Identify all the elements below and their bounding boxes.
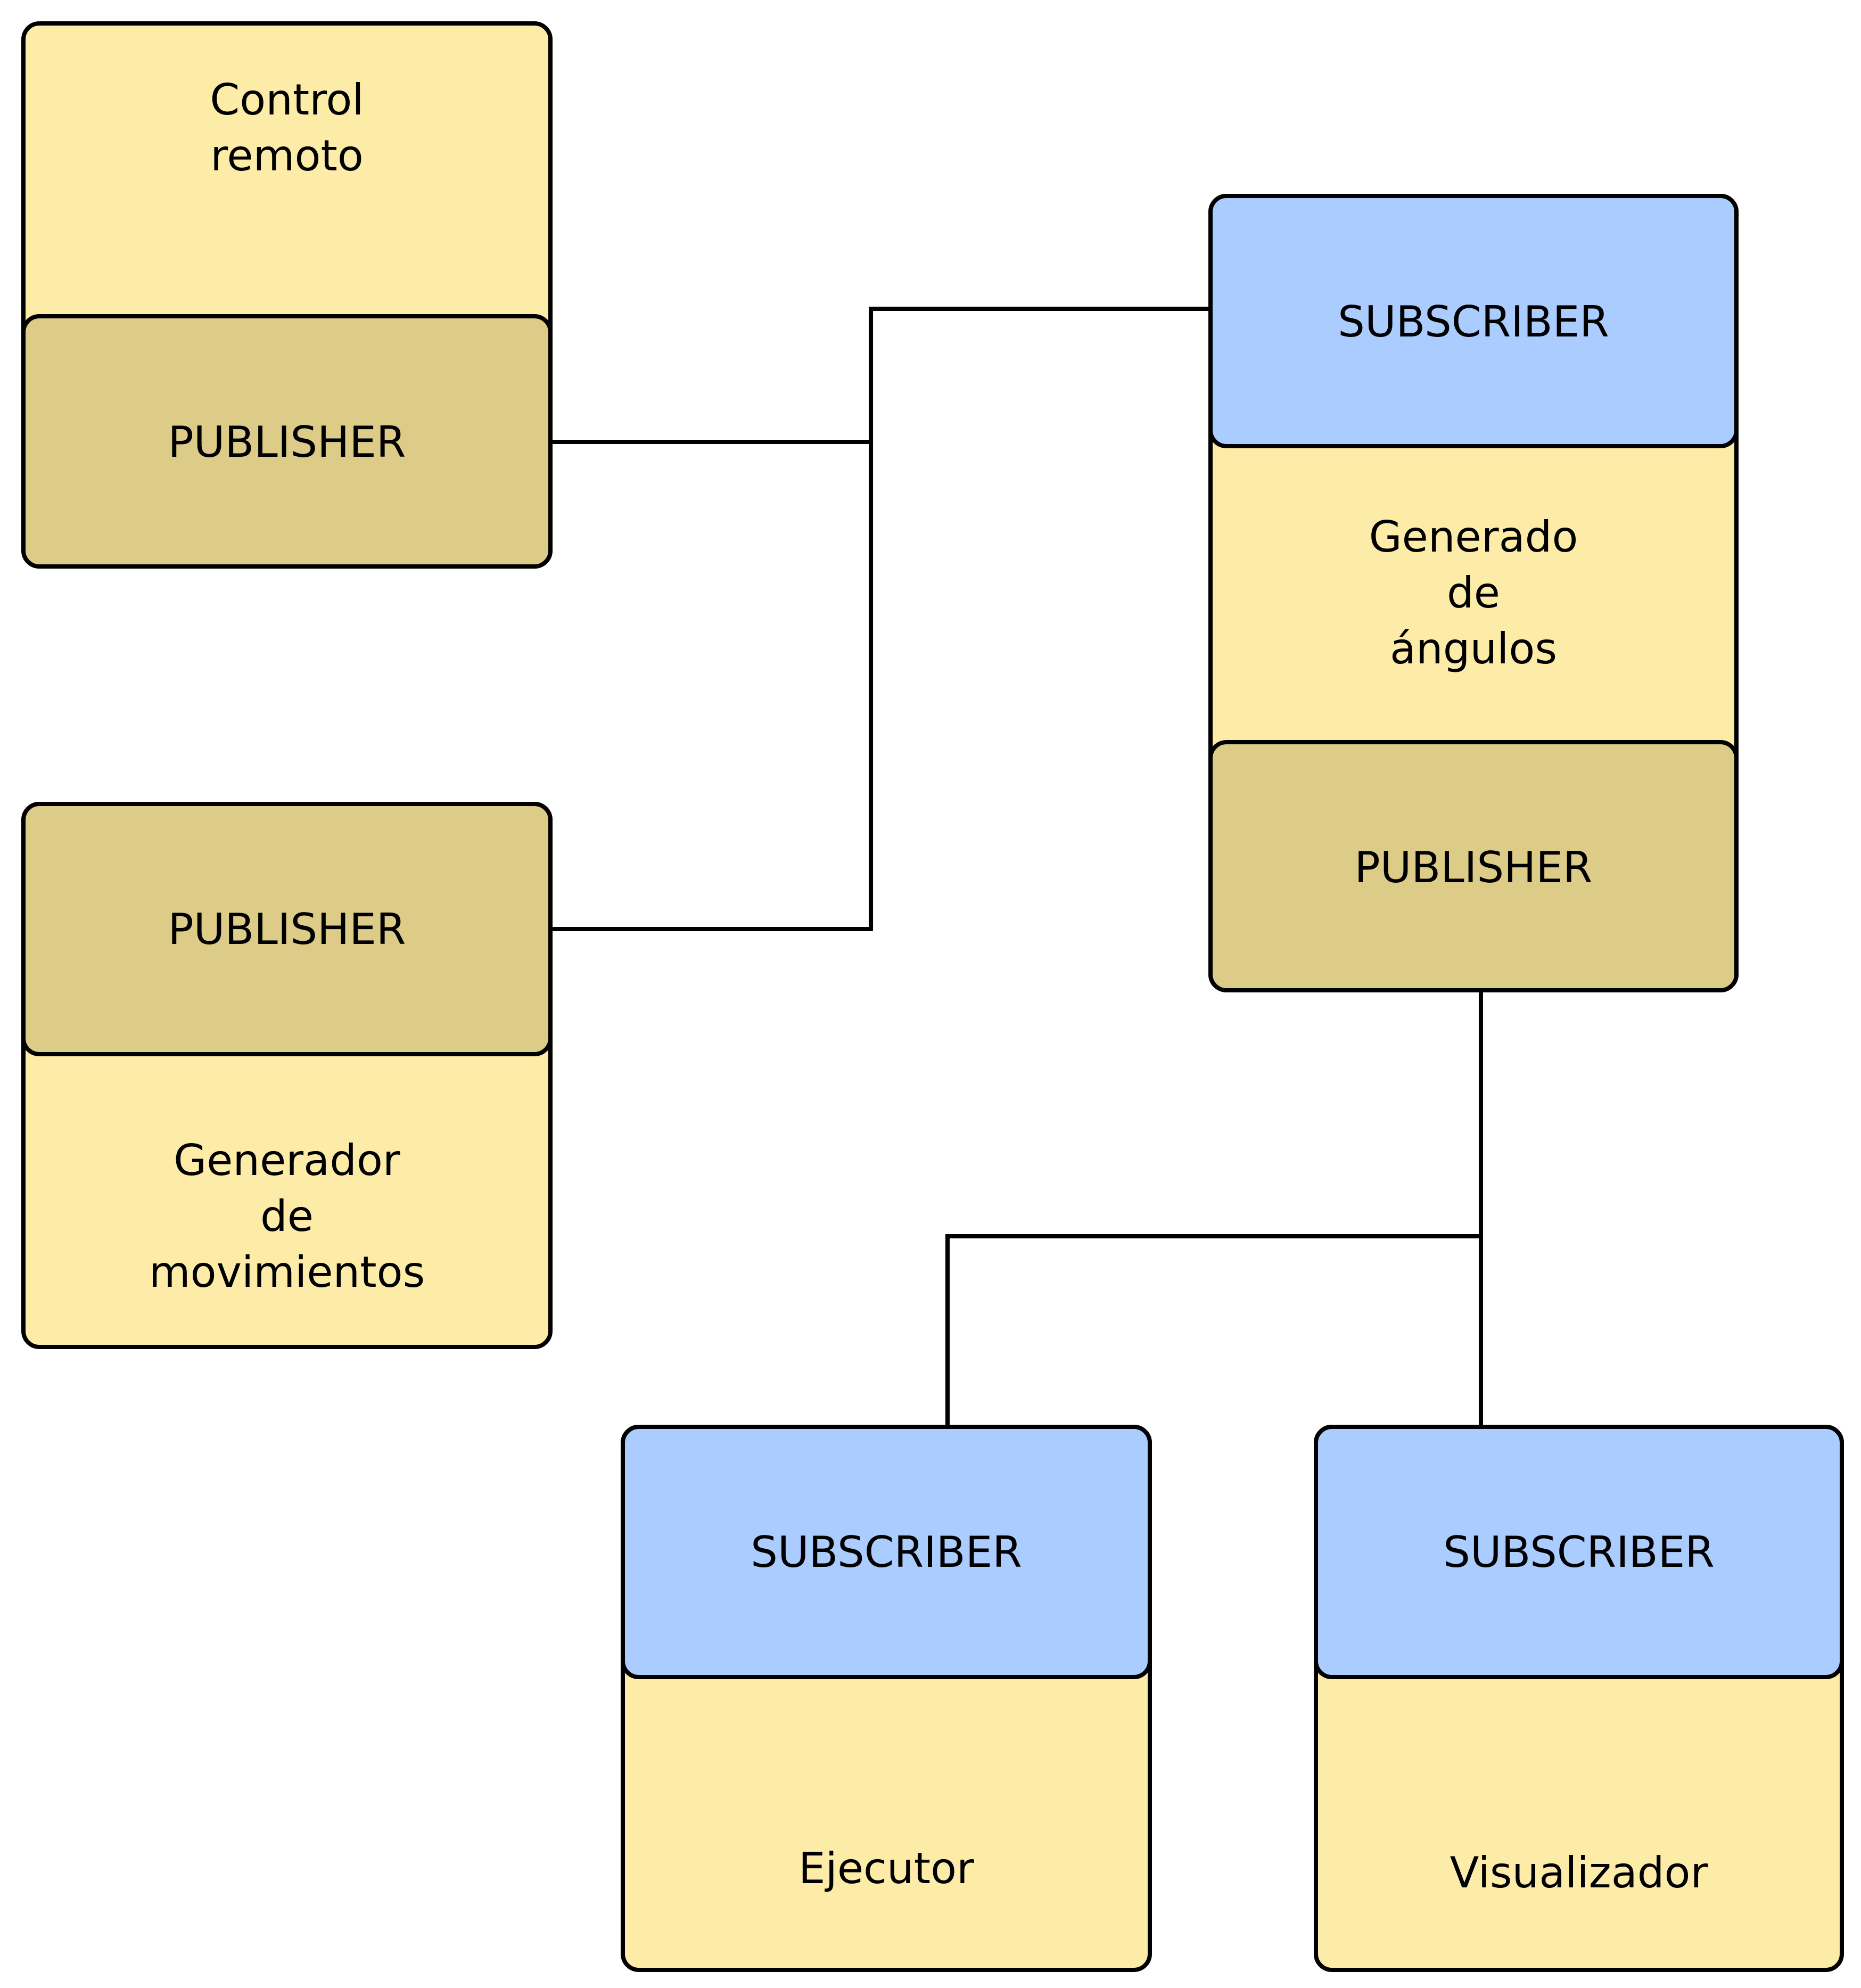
publisher-label: PUBLISHER [1355,843,1593,892]
node-title-line2: remoto [210,131,364,180]
node-title: Visualizador [1450,1848,1708,1897]
node-title-line1: Generado [1369,512,1578,562]
node-title-line3: ángulos [1390,624,1557,673]
subscriber-port [1314,1425,1844,1679]
subscriber-label: SUBSCRIBER [1338,297,1609,347]
subscriber-label: SUBSCRIBER [751,1527,1022,1577]
node-visualizador: SUBSCRIBER Visualizador [1314,1425,1844,1972]
publisher-port [1208,740,1739,992]
subscriber-label: SUBSCRIBER [1443,1527,1715,1577]
connector-bus [548,307,1213,931]
subscriber-port [1208,194,1739,448]
node-control-remoto: Control remoto PUBLISHER [21,21,553,569]
node-title-line1: Control [210,75,364,125]
node-generado-angulos: SUBSCRIBER Generado de ángulos PUBLISHER [1208,194,1739,992]
subscriber-port [621,1425,1152,1679]
node-title-line3: movimientos [149,1247,425,1297]
node-title-line2: de [260,1192,314,1241]
publisher-port [21,802,553,1056]
connector-ejecutor [945,1234,1483,1429]
publisher-port [21,314,553,569]
node-ejecutor: SUBSCRIBER Ejecutor [621,1425,1152,1972]
publisher-label: PUBLISHER [168,417,406,467]
node-title: Ejecutor [798,1844,974,1893]
node-generador-movimientos: PUBLISHER Generador de movimientos [21,802,553,1349]
publisher-label: PUBLISHER [168,905,406,954]
node-title-line2: de [1447,568,1500,618]
connectors [548,307,1483,1429]
node-title-line1: Generador [174,1136,400,1185]
